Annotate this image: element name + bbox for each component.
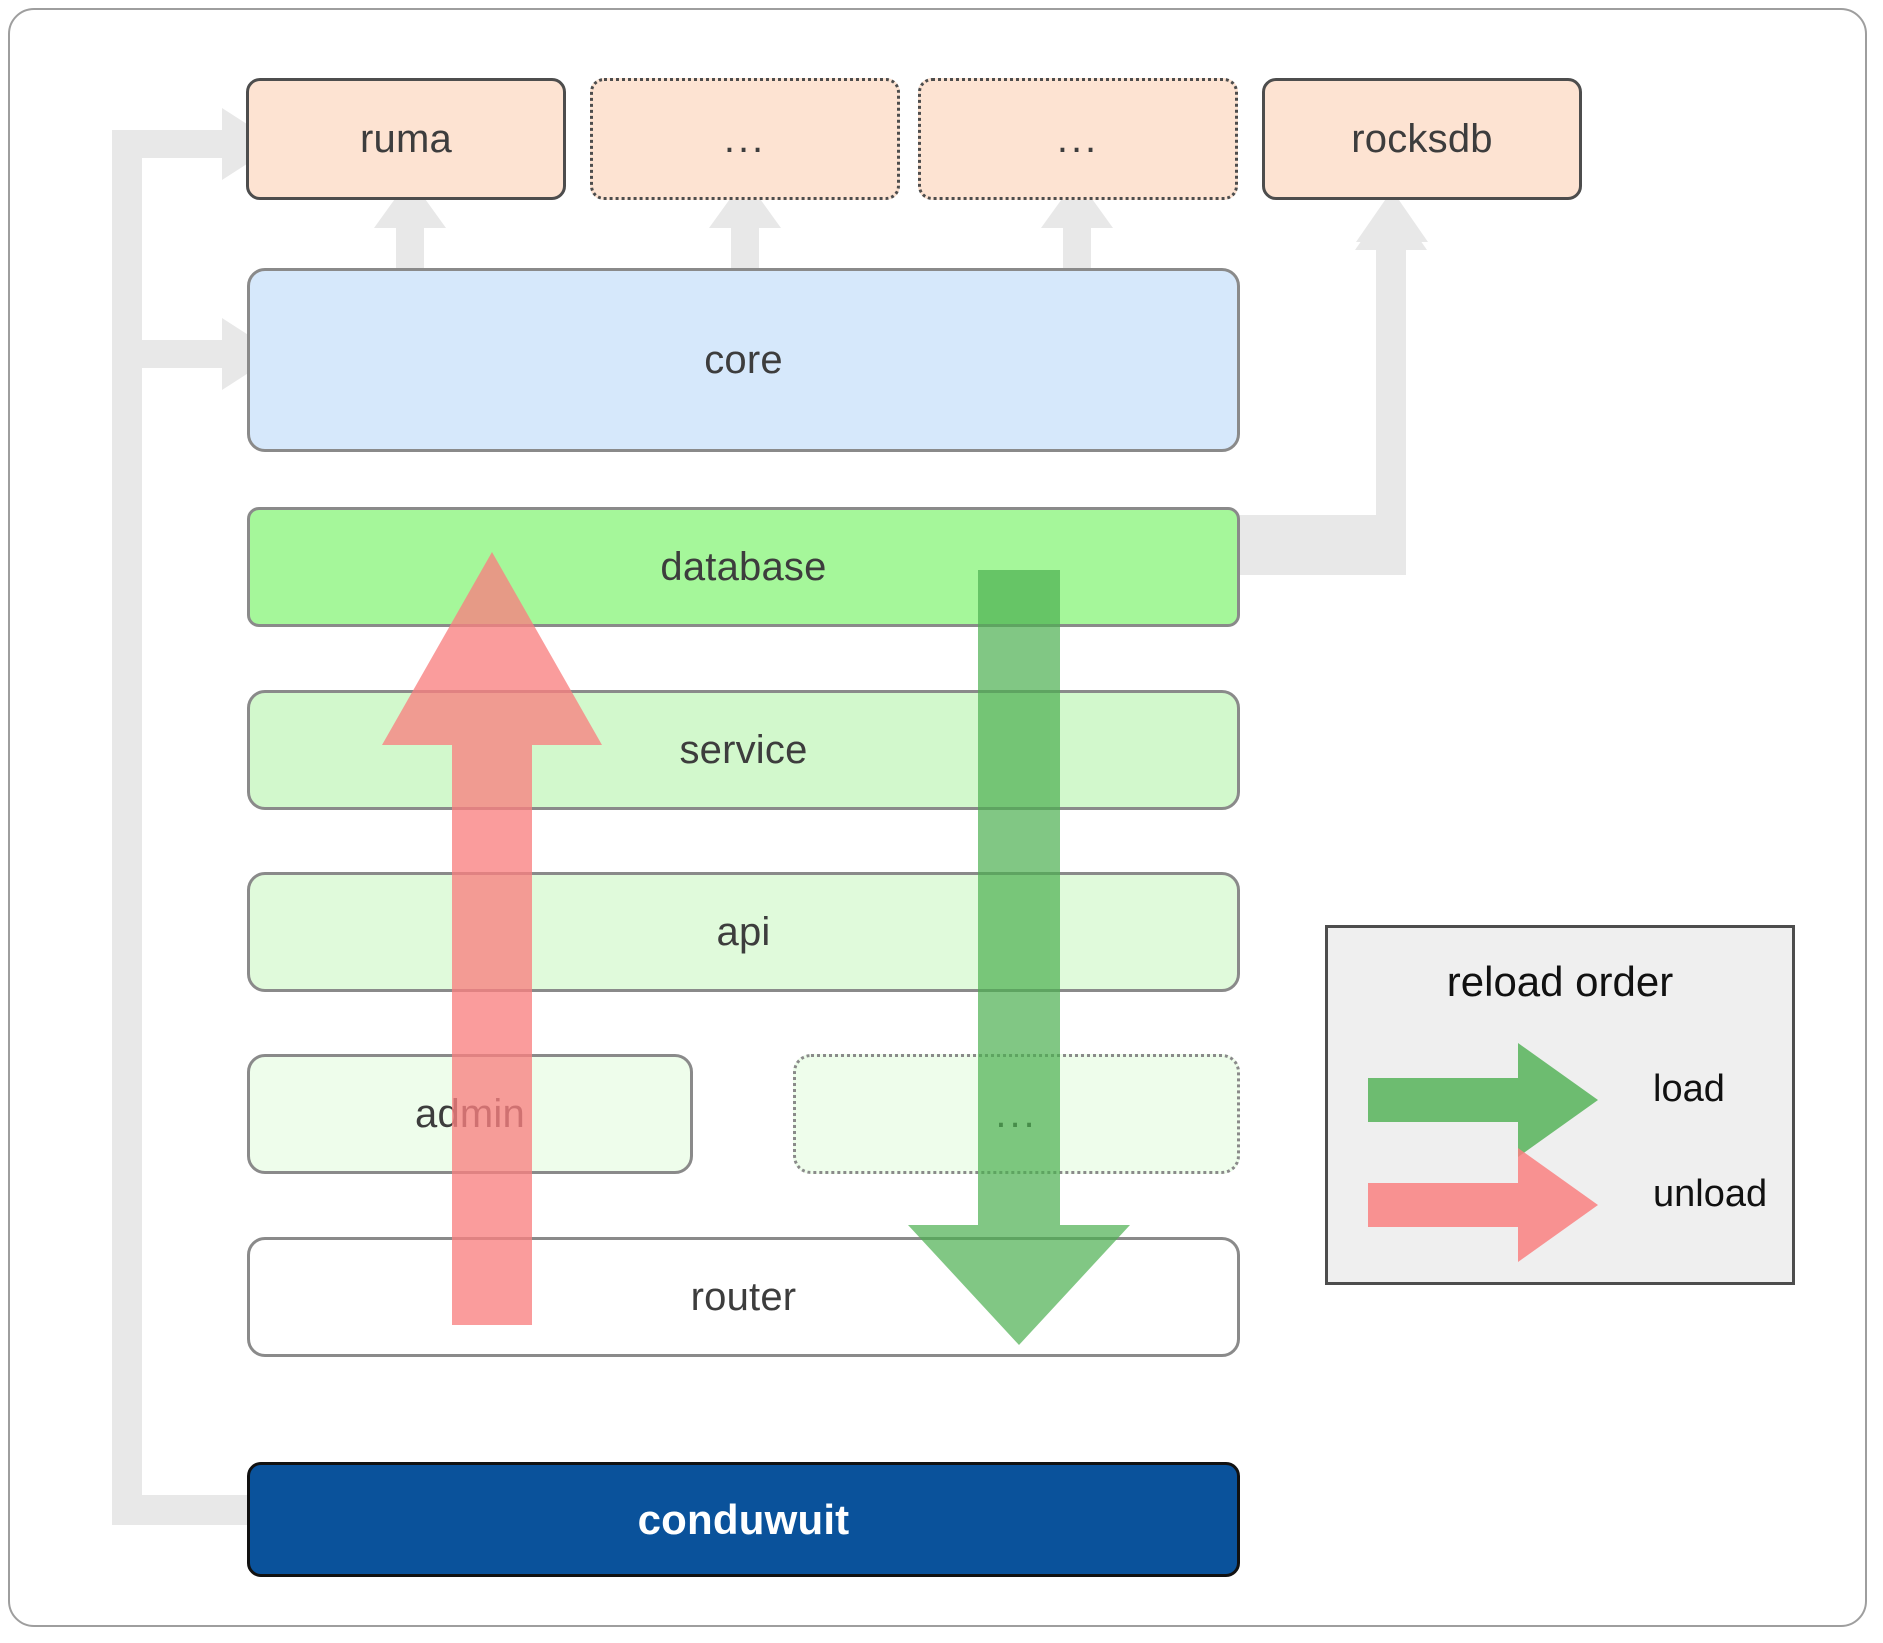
legend-label-unload: unload — [1653, 1173, 1768, 1215]
layer-label: router — [690, 1274, 797, 1319]
layer-label: service — [679, 727, 808, 772]
load-arrow — [908, 570, 1130, 1345]
layer-label: database — [660, 544, 827, 589]
legend-unload-arrow — [1368, 1148, 1598, 1262]
dependency-box-ellipsis-1[interactable]: ... — [590, 78, 900, 200]
legend-title: reload order — [1446, 958, 1674, 1005]
root-box-conduwuit[interactable]: conduwuit — [247, 1462, 1240, 1577]
layer-box-core[interactable]: core — [247, 268, 1240, 452]
legend-load-arrow — [1368, 1043, 1598, 1157]
layer-box-api[interactable]: api — [247, 872, 1240, 992]
dependency-label: rocksdb — [1351, 116, 1493, 161]
unload-arrow — [382, 552, 602, 1325]
legend-panel: reload order load unload — [1325, 925, 1795, 1285]
dependency-box-ellipsis-2[interactable]: ... — [918, 78, 1238, 200]
legend-arrows — [1368, 1043, 1598, 1262]
dependency-box-ruma[interactable]: ruma — [246, 78, 566, 200]
root-label: conduwuit — [637, 1495, 850, 1543]
layer-label: core — [704, 337, 783, 382]
legend-label-load: load — [1653, 1068, 1725, 1110]
dependency-box-rocksdb[interactable]: rocksdb — [1262, 78, 1582, 200]
layer-box-database[interactable]: database — [247, 507, 1240, 627]
layer-label: api — [716, 909, 771, 954]
dependency-label: ruma — [360, 116, 452, 161]
